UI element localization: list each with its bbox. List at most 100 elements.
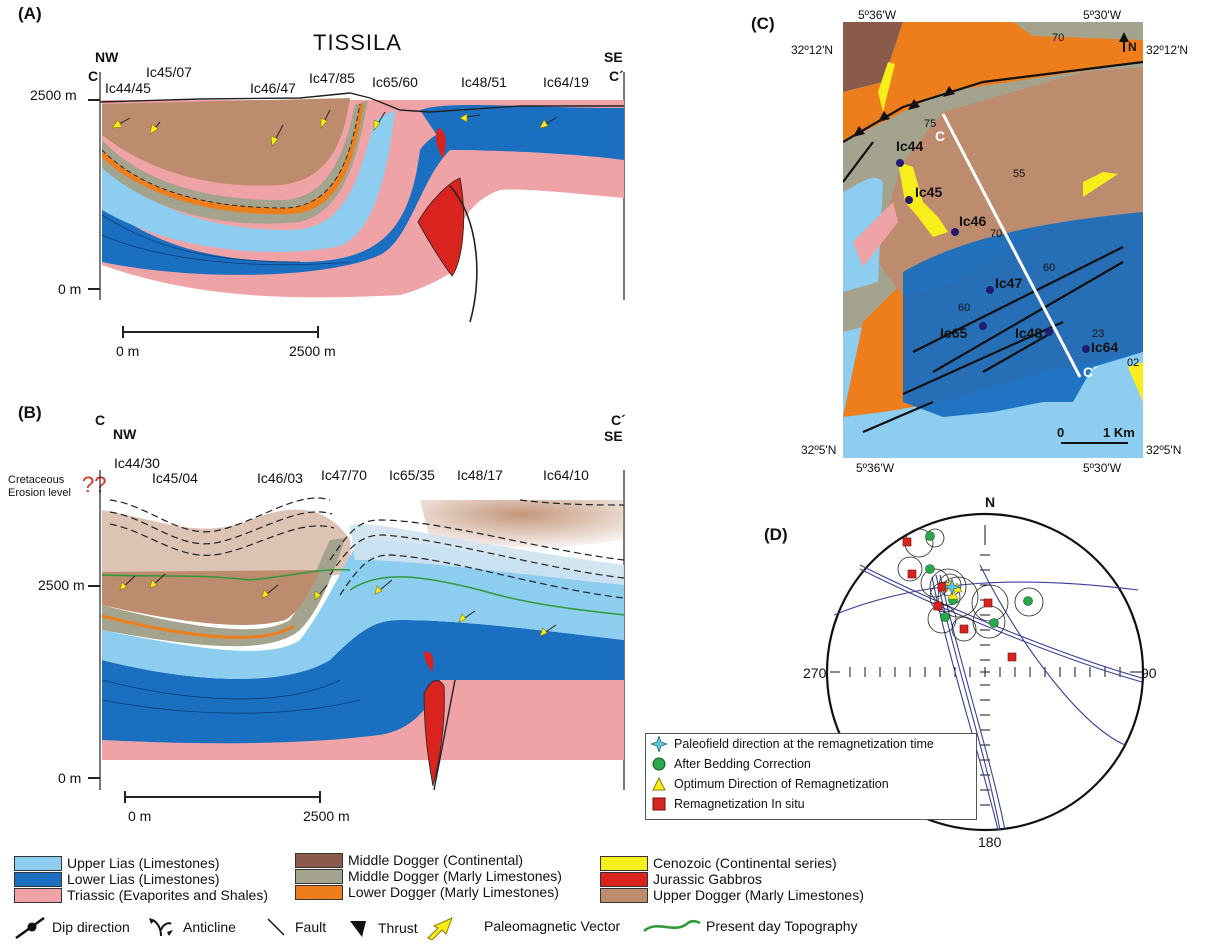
stereonet-north: N [985,494,996,510]
panel-a-elev-bottom: 0 m [58,281,82,297]
lon-bottom-right: 5º30'W [1083,461,1122,475]
legend-label: Upper Lias (Limestones) [67,855,220,871]
panel-a-scale-start: 0 m [116,343,140,359]
panel-b-c-left: C [95,412,106,428]
panel-b-c-right: C´ [611,412,626,428]
map-scale-end: 1 Km [1103,425,1135,440]
geologic-map [843,22,1143,458]
panel-b-label: (B) [18,403,42,422]
key-label: Paleomagnetic Vector [484,918,621,934]
key-label: Thrust [378,920,418,936]
site-label: Ic44/45 [105,80,151,96]
key-label: Dip direction [52,919,130,935]
panel-b-elev-top: 2500 m [38,577,85,593]
site-label: Ic48 [1015,325,1043,341]
dip-direction-icon [15,916,45,940]
legend-swatch [295,868,343,884]
stereonet-west: 270 [803,665,827,681]
legend-label: Jurassic Gabbros [653,871,762,887]
site-label: Ic45/04 [152,470,198,486]
site-label: Ic65 [940,325,968,341]
star-icon [650,736,668,752]
circle-icon [650,757,668,771]
key-dip-direction: Dip direction [12,914,130,940]
site-label: Ic64 [1091,339,1119,355]
legend-triassic: Triassic (Evaporites and Shales) [14,887,268,903]
lat-top-left: 32º12'N [791,43,834,57]
panel-a-label: (A) [18,4,42,23]
cross-section-b [88,470,625,803]
panel-c-label: (C) [751,14,775,33]
legend-swatch [600,871,648,887]
stereonet-east: 90 [1141,665,1157,681]
anticline-icon [149,918,173,937]
lat-bottom-right: 32º5'N [1146,443,1182,457]
panel-a-nw: NW [95,49,119,65]
section-start-label: C [935,128,946,144]
legend-swatch [14,871,62,887]
legend-text: After Bedding Correction [674,757,811,771]
panel-d-label: (D) [764,525,788,544]
dip-value: 23 [1092,328,1105,340]
key-anticline: Anticline [147,916,236,938]
legend-middle-dogger-cont: Middle Dogger (Continental) [295,852,523,868]
cross-section-a [88,72,625,338]
triangle-icon [650,777,668,791]
fault-icon [267,918,285,936]
square-icon [650,797,668,811]
site-label: Ic45 [915,184,943,200]
legend-swatch [600,887,648,903]
key-label: Anticline [183,919,236,935]
lon-top-left: 5º36'W [858,8,897,22]
paleomagnetic-vector-icon [426,917,453,940]
legend-text: Remagnetization In situ [674,797,805,811]
site-label: Ic65/60 [372,74,418,90]
legend-row-paleofield: Paleofield direction at the remagnetizat… [646,734,976,754]
site-label: Ic64/19 [543,74,589,90]
legend-label: Lower Dogger (Marly Limestones) [348,884,559,900]
legend-label: Triassic (Evaporites and Shales) [67,887,269,903]
panel-b-nw: NW [113,426,137,442]
panel-b-scale-end: 2500 m [303,808,350,824]
legend-label: Upper Dogger (Marly Limestones) [653,887,864,903]
key-topography: Present day Topography [640,915,858,937]
panel-b-scale-start: 0 m [128,808,152,824]
site-label: Ic65/35 [389,467,435,483]
site-label: Ic44 [896,138,924,154]
dip-value: 55 [1013,168,1026,180]
panel-a-scale-end: 2500 m [289,343,336,359]
panel-b-se: SE [604,428,623,444]
site-label: Ic64/10 [543,467,589,483]
legend-row-bedding: After Bedding Correction [646,754,976,774]
thrust-icon [350,921,366,937]
key-thrust: Thrust [344,916,460,940]
lat-top-right: 32º12'N [1146,43,1189,57]
site-label: Ic47 [995,275,1023,291]
lat-bottom-left: 32º5'N [801,443,837,457]
legend-lower-lias: Lower Lias (Limestones) [14,871,220,887]
legend-label: Middle Dogger (Marly Limestones) [348,868,562,884]
legend-row-insitu: Remagnetization In situ [646,794,976,814]
panel-a-c-left: C [88,68,99,84]
key-label: Fault [295,919,327,935]
legend-lower-dogger: Lower Dogger (Marly Limestones) [295,884,559,900]
legend-text: Paleofield direction at the remagnetizat… [674,737,934,751]
panel-a-c-right: C´ [609,68,624,84]
dip-value: 60 [1043,262,1056,274]
site-label: Ic48/17 [457,467,503,483]
legend-swatch [600,855,648,871]
stereonet-legend: Paleofield direction at the remagnetizat… [645,733,977,820]
dip-value: 75 [924,118,937,130]
site-label: Ic44/30 [114,455,160,471]
key-fault: Fault [262,916,326,938]
topography-icon [643,919,701,933]
north-label: N [1128,40,1137,54]
site-label: Ic46/03 [257,470,303,486]
key-label: Present day Topography [706,918,858,934]
panel-b-question: ?? [82,472,107,497]
legend-text: Optimum Direction of Remagnetization [674,777,889,791]
legend-label: Cenozoic (Continental series) [653,855,837,871]
legend-gabbros: Jurassic Gabbros [600,871,762,887]
site-label: Ic46/47 [250,80,296,96]
stereonet-south: 180 [978,834,1002,850]
